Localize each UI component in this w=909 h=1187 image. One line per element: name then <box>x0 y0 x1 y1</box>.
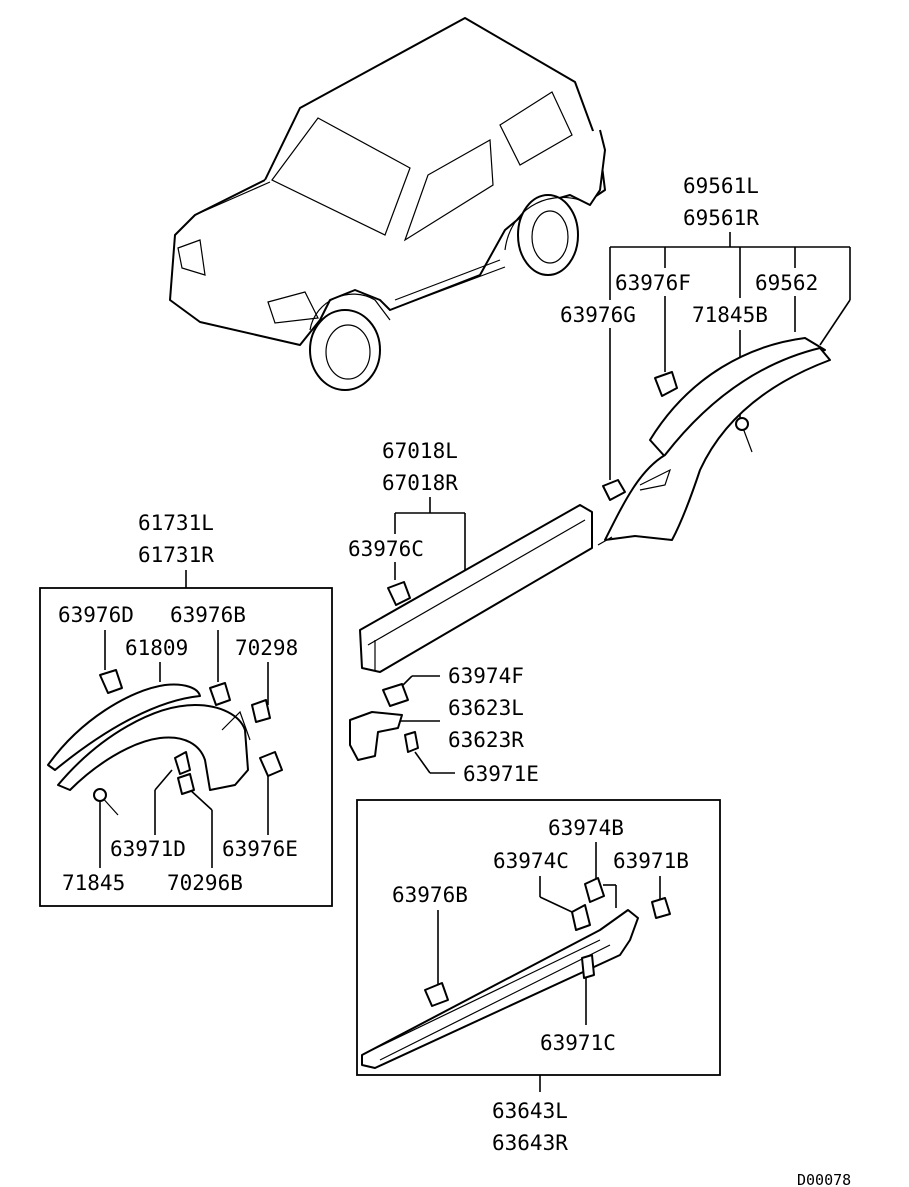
leader-lines-67018 <box>394 497 466 580</box>
label-63976B-side: 63976B <box>392 883 468 907</box>
label-63976G: 63976G <box>560 303 636 327</box>
label-63623L: 63623L <box>448 696 524 720</box>
label-63976F: 63976F <box>615 271 691 295</box>
label-63976E: 63976E <box>222 837 298 861</box>
label-63976C: 63976C <box>348 537 424 561</box>
label-61731L: 61731L <box>138 511 214 535</box>
front-fender-flare <box>47 669 283 816</box>
label-69561R: 69561R <box>683 206 759 230</box>
label-63971E: 63971E <box>463 762 539 786</box>
label-67018L: 67018L <box>382 439 458 463</box>
leader-lines-side-sill <box>437 842 661 1025</box>
label-61809: 61809 <box>125 636 188 660</box>
label-63971C: 63971C <box>540 1031 616 1055</box>
diagram-code: D00078 <box>797 1171 851 1187</box>
door-molding <box>359 504 593 673</box>
label-61731R: 61731R <box>138 543 214 567</box>
side-sill-box <box>356 799 721 1076</box>
rear-fender-flare <box>597 337 831 546</box>
label-63974C: 63974C <box>493 849 569 873</box>
label-63974B: 63974B <box>548 816 624 840</box>
label-67018R: 67018R <box>382 471 458 495</box>
side-sill-molding <box>361 877 671 1069</box>
label-71845: 71845 <box>62 871 125 895</box>
label-70298: 70298 <box>235 636 298 660</box>
label-63971B: 63971B <box>613 849 689 873</box>
label-70296B: 70296B <box>167 871 243 895</box>
front-fender-box <box>39 587 333 907</box>
label-69562: 69562 <box>755 271 818 295</box>
label-63974F: 63974F <box>448 664 524 688</box>
label-63971D: 63971D <box>110 837 186 861</box>
label-63976B-front: 63976B <box>170 603 246 627</box>
vehicle-illustration <box>169 17 606 391</box>
label-63643R: 63643R <box>492 1131 568 1155</box>
label-63976D: 63976D <box>58 603 134 627</box>
label-69561L: 69561L <box>683 174 759 198</box>
label-63643L: 63643L <box>492 1099 568 1123</box>
label-63623R: 63623R <box>448 728 524 752</box>
bracket-63623 <box>349 675 455 774</box>
label-71845B: 71845B <box>692 303 768 327</box>
